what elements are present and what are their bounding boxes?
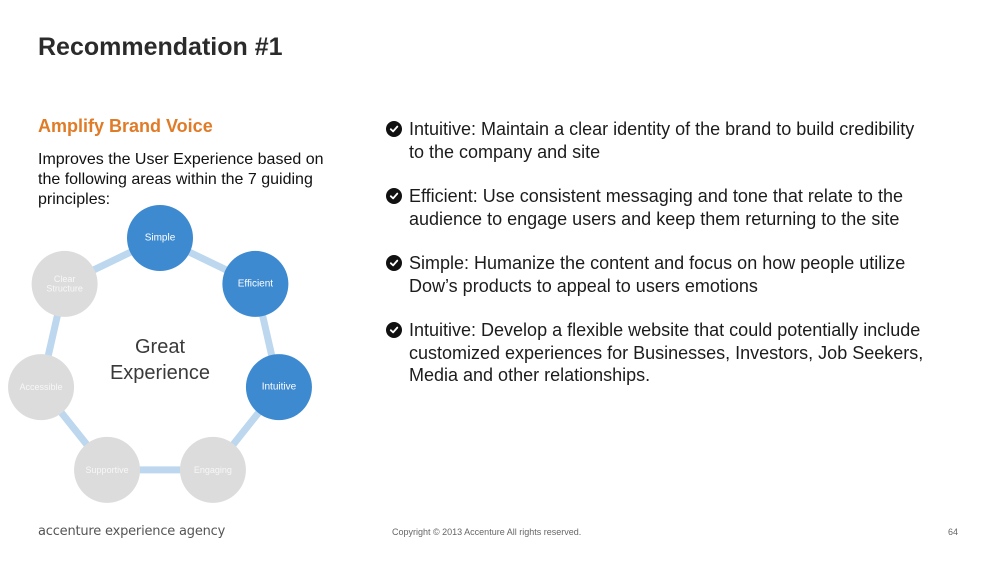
principle-circle (245, 354, 312, 421)
intro-text: Improves the User Experience based on th… (38, 151, 324, 208)
check-circle-icon (386, 322, 402, 338)
ring-connector (91, 248, 133, 274)
principle-label: Clear (54, 274, 76, 284)
ring-connector (58, 409, 90, 448)
principle-node: Supportive (74, 436, 141, 503)
diagram-center-line-2: Experience (110, 362, 210, 384)
principle-node: Efficient (222, 250, 289, 317)
page-number: 64 (948, 527, 959, 537)
list-item: Intuitive: Develop a flexible website th… (386, 319, 926, 387)
list-item: Efficient: Use consistent messaging and … (386, 185, 926, 230)
check-circle-icon (386, 121, 402, 137)
principle-label: Structure (46, 284, 83, 294)
check-circle-icon (386, 255, 402, 271)
diagram-center-line-1: Great (135, 336, 185, 358)
principle-label: Efficient (238, 278, 274, 289)
principle-label: Intuitive (262, 382, 297, 393)
list-item: Simple: Humanize the content and focus o… (386, 252, 926, 297)
footer-copyright: Copyright © 2013 Accenture All rights re… (392, 527, 582, 537)
principle-label: Accessible (20, 382, 63, 392)
principle-circle (127, 205, 193, 271)
ring-connector (44, 314, 61, 357)
principle-node: Engaging (179, 436, 246, 503)
principle-circle (222, 250, 289, 317)
recommendation-list: Intuitive: Maintain a clear identity of … (386, 118, 926, 387)
list-item: Intuitive: Maintain a clear identity of … (386, 118, 926, 163)
principle-circle (179, 436, 246, 503)
bullet-text: Intuitive: Maintain a clear identity of … (409, 119, 915, 162)
bullet-text: Simple: Humanize the content and focus o… (409, 253, 906, 296)
bullet-text: Efficient: Use consistent messaging and … (409, 186, 903, 229)
principle-node: Intuitive (245, 354, 312, 421)
check-circle-icon (386, 188, 402, 204)
slide-title: Recommendation #1 (38, 33, 283, 61)
principle-circle (31, 250, 98, 317)
ring-connector (187, 248, 229, 274)
principle-node: Accessible (8, 354, 75, 421)
principle-circle (8, 354, 75, 421)
principle-label: Supportive (86, 465, 129, 475)
footer-brand: accenture experience agency (38, 524, 226, 539)
ring-connector (230, 409, 262, 448)
principle-node: Simple (127, 205, 193, 271)
ring-connector (259, 314, 276, 357)
principle-label: Simple (145, 233, 176, 244)
slide-subtitle: Amplify Brand Voice (38, 116, 213, 136)
bullet-text: Intuitive: Develop a flexible website th… (409, 320, 924, 385)
principle-label: Engaging (194, 465, 232, 475)
principle-circle (74, 436, 141, 503)
